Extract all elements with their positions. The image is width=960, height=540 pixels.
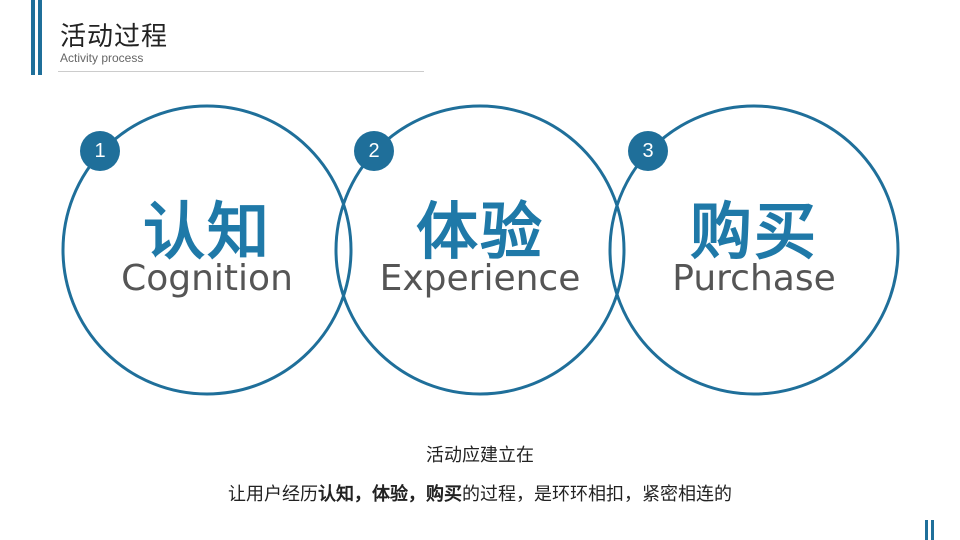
caption-sep-1: ， [354,484,372,505]
caption-bold-purchase: 购买 [426,484,462,505]
page-title: 活动过程 [60,22,169,52]
stage-en-label-2: Experience [379,258,581,299]
title-divider [58,71,424,72]
footer-accent-bar-1 [925,520,928,540]
header-accent-bar-2 [38,0,42,75]
stage-circle-1 [61,104,353,396]
caption-prefix: 让用户经历 [228,484,318,505]
stage-number-badge-2: 2 [354,131,394,171]
page-subtitle: Activity process [60,51,144,65]
stage-number-badge-3: 3 [628,131,668,171]
header-accent-bar-1 [31,0,35,75]
caption-bold-experience: 体验 [372,484,408,505]
caption-line-1: 活动应建立在 [426,445,534,466]
stage-cn-label-1: 认知 [142,195,271,268]
stage-en-label-1: Cognition [121,258,293,299]
caption-sep-2: ， [408,484,426,505]
stage-en-label-3: Purchase [672,258,836,299]
caption-suffix: 的过程，是环环相扣，紧密相连的 [462,484,732,505]
stage-circle-3 [608,104,900,396]
footer-accent-bar-2 [931,520,934,540]
caption-bold-cognition: 认知 [318,484,354,505]
caption-line-2: 让用户经历认知，体验，购买的过程，是环环相扣，紧密相连的 [0,480,960,506]
stage-circle-2 [334,104,626,396]
stage-cn-label-3: 购买 [689,195,818,268]
stage-cn-label-2: 体验 [415,195,544,268]
stage-number-badge-1: 1 [80,131,120,171]
